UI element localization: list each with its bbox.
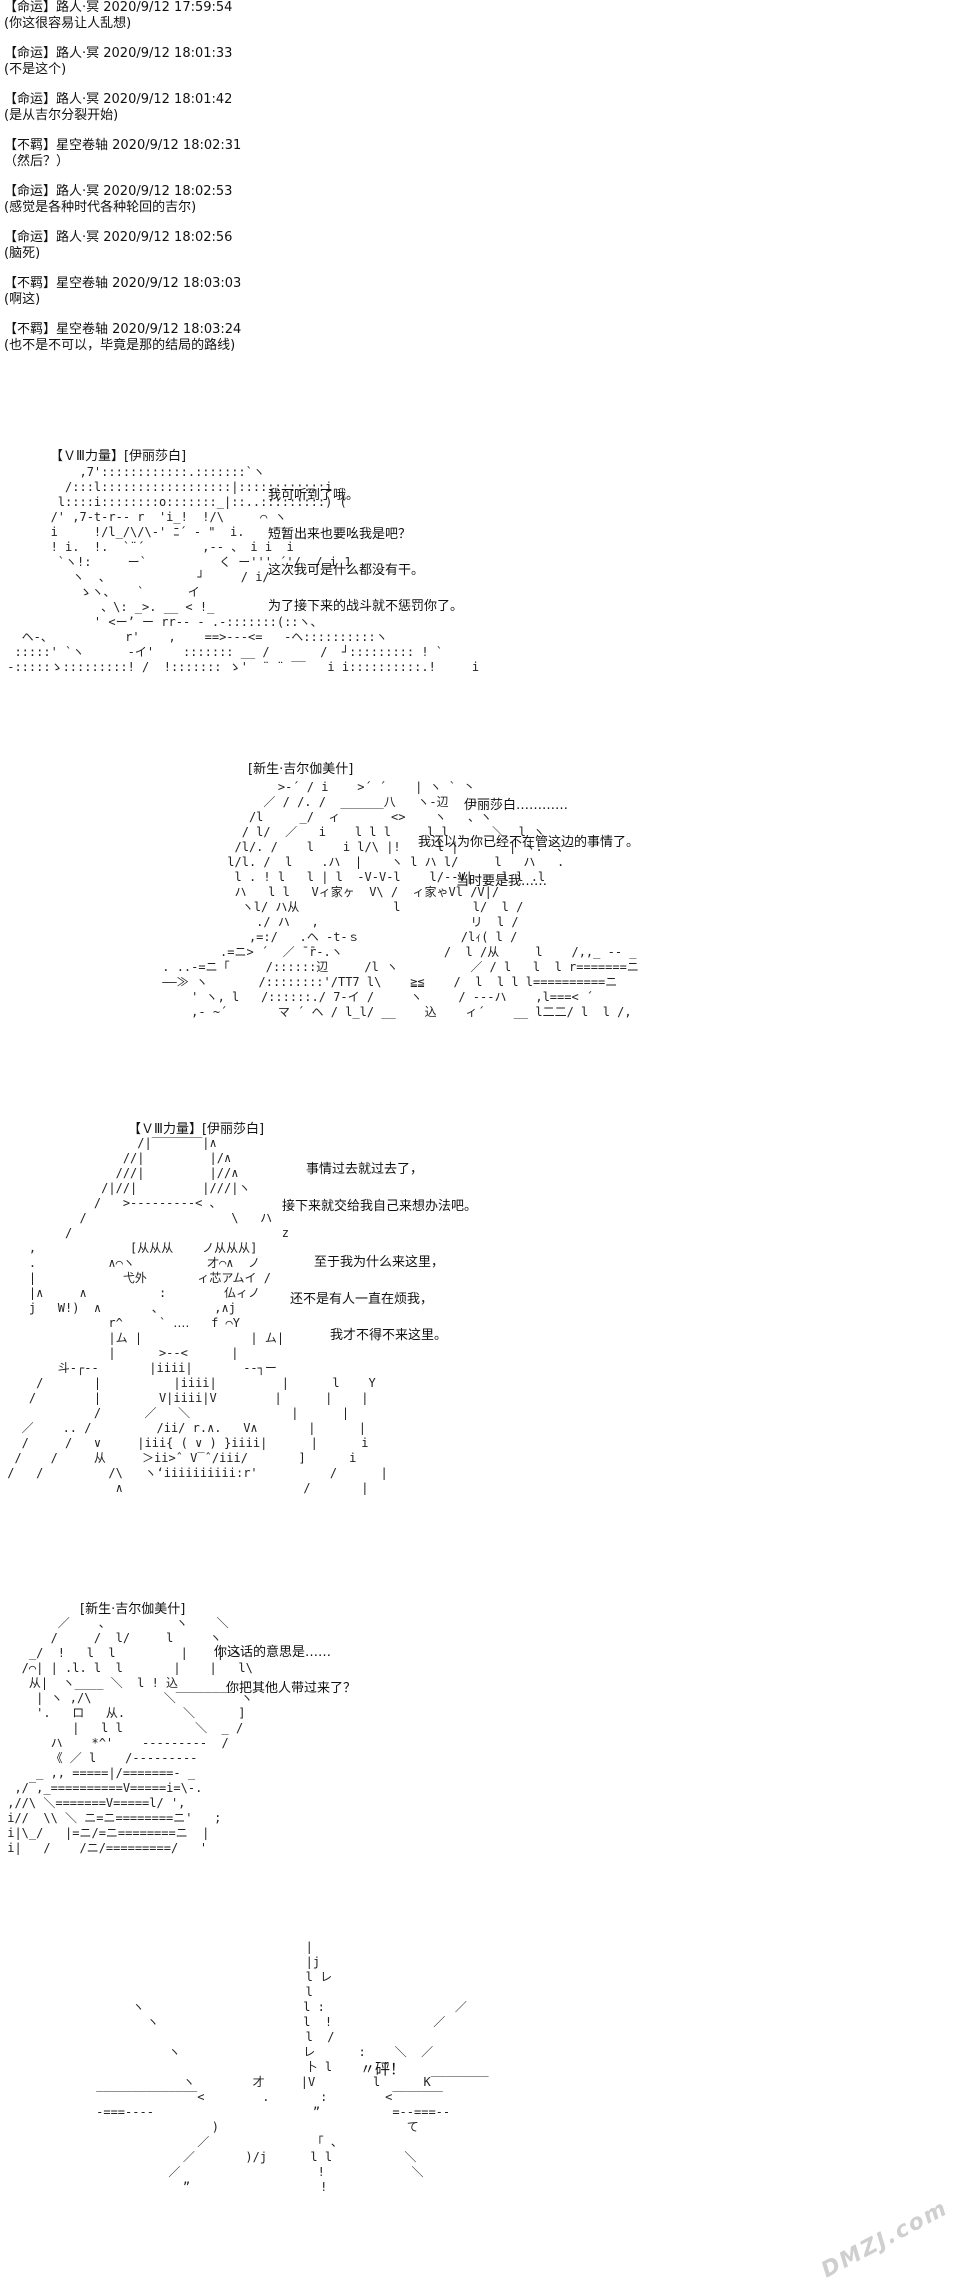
speaker-name: 【ＶⅢ力量】[伊丽莎白] — [50, 449, 187, 464]
message-header: 【命运】路人·冥 2020/9/12 18:02:56 — [4, 230, 233, 245]
panel-gilgamesh-1: [新生·吉尔伽美什] >‐´ / i >´ ´ | ヽ ` 丶 ／ / /. /… — [0, 758, 963, 1078]
chat-message: 【命运】路人·冥 2020/9/12 18:02:56(脑死) — [4, 230, 524, 262]
sound-effect: 〃砰！ — [360, 2060, 406, 2078]
chat-message: 【命运】路人·冥 2020/9/12 18:01:33(不是这个) — [4, 46, 524, 78]
message-header: 【不羁】星空卷轴 2020/9/12 18:02:31 — [4, 138, 242, 153]
message-header: 【命运】路人·冥 2020/9/12 18:02:53 — [4, 184, 233, 199]
dialogue-line: 短暂出来也要吆我是吧？ — [268, 527, 412, 542]
dialogue-line: 这次我可是什么都没有干。 — [268, 563, 425, 578]
dialogue-line: 我还以为你已经不在管这边的事情了。 — [418, 835, 640, 850]
panel-impact: | |j l レ l ヽ l : ／ ヽ — [0, 1940, 963, 2256]
panel-elizabeth-2: 【ＶⅢ力量】[伊丽莎白] /|‾‾‾‾‾‾‾|∧ //| |/∧ ///| |/… — [0, 1118, 963, 1588]
message-text: (脑死) — [4, 246, 41, 261]
panel-gilgamesh-2: [新生·吉尔伽美什] ／ 、 ヽ ＼ / / l/ l ヽ _/ ! l l |… — [0, 1598, 963, 1928]
chat-log: 【命运】路人·冥 2020/9/12 17:59:54(你这很容易让人乱想) 【… — [4, 0, 524, 368]
chat-message: 【命运】路人·冥 2020/9/12 18:02:53(感觉是各种时代各种轮回的… — [4, 184, 524, 216]
chat-message: 【命运】路人·冥 2020/9/12 17:59:54(你这很容易让人乱想) — [4, 0, 524, 32]
message-text: (感觉是各种时代各种轮回的吉尔) — [4, 200, 197, 215]
dialogue-line: 我才不得不来这里。 — [330, 1328, 448, 1343]
dialogue-line: 伊丽莎白………… — [464, 798, 569, 813]
message-header: 【命运】路人·冥 2020/9/12 18:01:42 — [4, 92, 233, 107]
message-text: （然后？） — [4, 154, 70, 169]
message-header: 【不羁】星空卷轴 2020/9/12 18:03:03 — [4, 276, 242, 291]
ascii-art-gilgamesh-2: ／ 、 ヽ ＼ / / l/ l ヽ _/ ! l l | | ヽ /⌒| | … — [7, 1616, 253, 1855]
dialogue-line: 当时要是我…… — [456, 874, 548, 889]
message-text: (是从吉尔分裂开始) — [4, 108, 119, 123]
dialogue-line: 至于我为什么来这里， — [314, 1255, 445, 1270]
message-text: (不是这个) — [4, 62, 67, 77]
message-header: 【命运】路人·冥 2020/9/12 18:01:33 — [4, 46, 233, 61]
ascii-art-elizabeth-full: /|‾‾‾‾‾‾‾|∧ //| |/∧ ///| |//∧ /|//| |///… — [7, 1136, 388, 1495]
speaker-name: 【ＶⅢ力量】[伊丽莎白] — [128, 1122, 265, 1137]
message-text: (也不是不可以，毕竟是那的结局的路线) — [4, 338, 236, 353]
dialogue-line: 为了接下来的战斗就不惩罚你了。 — [268, 599, 464, 614]
chat-message: 【命运】路人·冥 2020/9/12 18:01:42(是从吉尔分裂开始) — [4, 92, 524, 124]
dialogue-line: 事情过去就过去了， — [306, 1162, 424, 1177]
message-header: 【命运】路人·冥 2020/9/12 17:59:54 — [4, 0, 233, 15]
ascii-art-elizabeth: ,7'::::::::::::.:::::::`ヽ /:::l:::::::::… — [7, 465, 480, 674]
message-header: 【不羁】星空卷轴 2020/9/12 18:03:24 — [4, 322, 242, 337]
message-text: (啊这) — [4, 292, 41, 307]
chat-message: 【不羁】星空卷轴 2020/9/12 18:02:31（然后？） — [4, 138, 524, 170]
speaker-name: [新生·吉尔伽美什] — [80, 1602, 186, 1617]
dialogue-line: 接下来就交给我自己来想办法吧。 — [282, 1199, 478, 1214]
ascii-art-impact: | |j l レ l ヽ l : ／ ヽ — [96, 1940, 489, 2194]
dialogue-line: 你把其他人带过来了？ — [226, 1681, 357, 1696]
dialogue-line: 你这话的意思是…… — [214, 1645, 332, 1660]
speaker-name: [新生·吉尔伽美什] — [248, 762, 354, 777]
dialogue-line: 我可听到了哦。 — [268, 488, 360, 503]
chat-message: 【不羁】星空卷轴 2020/9/12 18:03:24(也不是不可以，毕竟是那的… — [4, 322, 524, 354]
ascii-art-gilgamesh: >‐´ / i >´ ´ | ヽ ` 丶 ／ / /. / ______八 ヽ-… — [162, 780, 639, 1019]
panel-elizabeth-1: 【ＶⅢ力量】[伊丽莎白] ,7'::::::::::::.:::::::`ヽ /… — [0, 445, 963, 715]
chat-message: 【不羁】星空卷轴 2020/9/12 18:03:03(啊这) — [4, 276, 524, 308]
dialogue-line: 还不是有人一直在烦我， — [290, 1292, 434, 1307]
message-text: (你这很容易让人乱想) — [4, 16, 132, 31]
